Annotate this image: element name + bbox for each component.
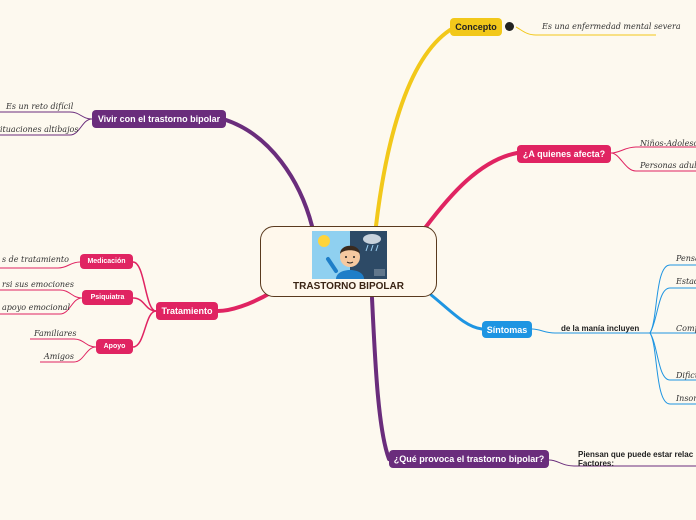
topic-tratamiento[interactable]: Tratamiento	[156, 302, 218, 320]
subtopic-psiquiatra-label: Psiquiatra	[90, 294, 125, 301]
topic-sintomas-label: Síntomas	[486, 324, 528, 335]
leaf-medicacion-1[interactable]: s de tratamiento	[2, 255, 69, 264]
leaf-vivir-2[interactable]: ituaciones altibajos	[0, 125, 79, 134]
leaf-afecta-1[interactable]: Niños-Adolescen	[640, 139, 696, 148]
sparkle-icon	[505, 22, 514, 31]
topic-concepto[interactable]: Concepto	[450, 18, 502, 36]
leaf-sintoma-1[interactable]: Pensa	[676, 254, 696, 263]
branch-concepto	[374, 28, 452, 228]
topic-vivir-label: Vivir con el trastorno bipolar	[97, 114, 221, 124]
branch-vivir	[224, 118, 314, 228]
branch-afecta	[423, 151, 519, 230]
subtopic-medicacion[interactable]: Medicación	[80, 254, 133, 269]
subtopic-psiquiatra[interactable]: Psiquiatra	[82, 290, 133, 305]
topic-provoca-label: ¿Qué provoca el trastorno bipolar?	[393, 454, 545, 464]
provoca-note-1[interactable]: Piensan que puede estar relac	[578, 450, 694, 459]
subtopic-medicacion-label: Medicación	[87, 258, 126, 265]
branch-sintomas	[428, 292, 484, 331]
topic-a-quienes-afecta[interactable]: ¿A quienes afecta?	[517, 145, 611, 163]
subtopic-apoyo-label: Apoyo	[103, 343, 126, 350]
subtopic-apoyo[interactable]: Apoyo	[96, 339, 133, 354]
topic-vivir-con-trastorno[interactable]: Vivir con el trastorno bipolar	[92, 110, 226, 128]
sintomas-subtopic[interactable]: de la manía incluyen	[561, 324, 640, 333]
leaf-sintoma-4[interactable]: Dificu	[676, 371, 696, 380]
topic-tratamiento-label: Tratamiento	[161, 306, 213, 316]
topic-afecta-label: ¿A quienes afecta?	[522, 149, 606, 159]
bipolar-illustration	[312, 231, 387, 279]
leaf-afecta-2[interactable]: Personas adulta	[640, 161, 696, 170]
topic-concepto-label: Concepto	[455, 22, 497, 32]
topic-sintomas[interactable]: Síntomas	[482, 321, 532, 338]
leaf-psiquiatra-1[interactable]: rsi sus emociones	[2, 280, 74, 289]
provoca-note-2[interactable]: Factores:	[578, 459, 615, 468]
central-title: TRASTORNO BIPOLAR	[293, 281, 404, 292]
leaf-concepto-definicion[interactable]: Es una enfermedad mental severa	[542, 22, 681, 31]
leaf-vivir-1[interactable]: Es un reto difícil	[6, 102, 74, 111]
leaf-sintoma-3[interactable]: Compo	[676, 324, 696, 333]
central-topic[interactable]: TRASTORNO BIPOLAR	[260, 226, 437, 297]
leaf-apoyo-1[interactable]: Familiares	[34, 329, 77, 338]
leaf-sintoma-5[interactable]: Insom	[676, 394, 696, 403]
branch-provoca	[370, 296, 391, 461]
branch-tratamiento	[216, 290, 274, 313]
topic-que-provoca[interactable]: ¿Qué provoca el trastorno bipolar?	[389, 450, 549, 468]
leaf-apoyo-2[interactable]: Amigos	[44, 352, 74, 361]
leaf-sintoma-2[interactable]: Estado	[676, 277, 696, 286]
leaf-psiquiatra-2[interactable]: apoyo emocional	[2, 303, 71, 312]
